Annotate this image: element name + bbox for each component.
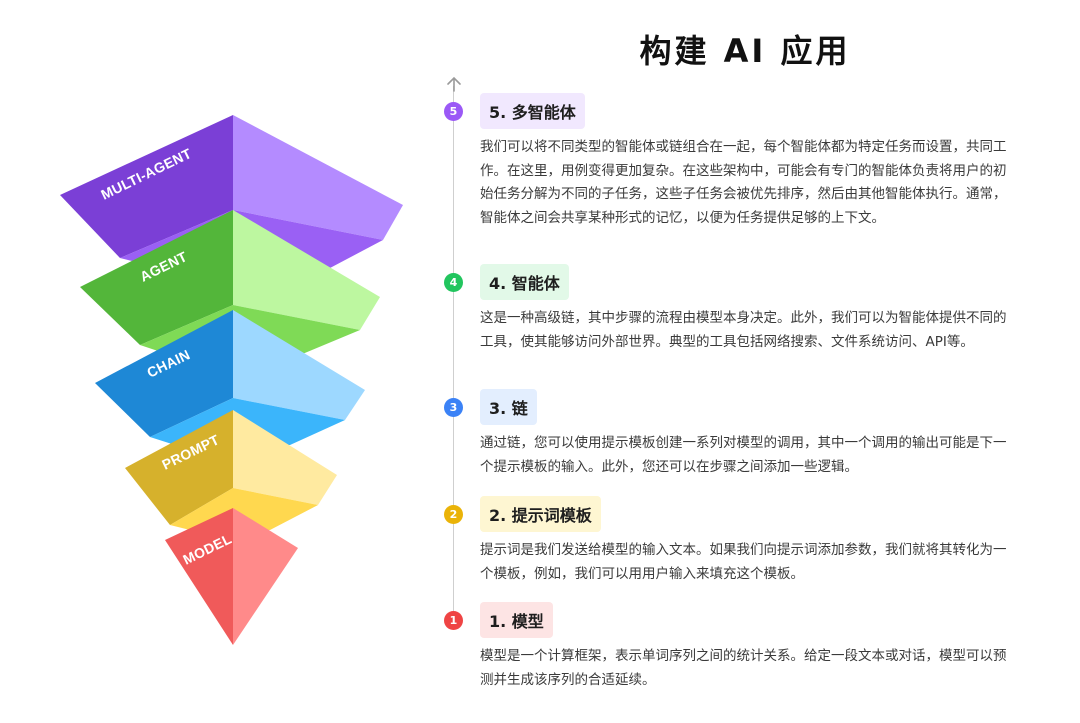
layer-number-badge: 3 — [444, 398, 463, 417]
layer-description: 模型是一个计算框架，表示单词序列之间的统计关系。给定一段文本或对话，模型可以预测… — [480, 648, 1007, 688]
prompt-right-face — [233, 410, 337, 505]
chain-right-face — [233, 310, 365, 420]
arrow-up-icon — [447, 76, 461, 92]
layer-heading: 2. 提示词模板 — [480, 496, 601, 532]
pyramid-layer-model: MODEL — [165, 508, 298, 645]
layer-number-badge: 4 — [444, 273, 463, 292]
model-right-face — [233, 508, 298, 645]
agent-right-face — [233, 210, 380, 330]
prompt-front-face — [170, 488, 318, 530]
model-left-face — [165, 508, 233, 645]
timeline-axis — [453, 86, 454, 626]
layer-number-badge: 5 — [444, 102, 463, 121]
layer-heading: 5. 多智能体 — [480, 93, 585, 129]
layer-number-badge: 1 — [444, 611, 463, 630]
layer-description: 我们可以将不同类型的智能体或链组合在一起，每个智能体都为特定任务而设置，共同工作… — [480, 139, 1007, 226]
layer-description: 通过链，您可以使用提示模板创建一系列对模型的调用，其中一个调用的输出可能是下一个… — [480, 435, 1007, 475]
layer-description: 提示词是我们发送给模型的输入文本。如果我们向提示词添加参数，我们就将其转化为一个… — [480, 542, 1007, 582]
layer-heading: 4. 智能体 — [480, 264, 569, 300]
agent-left-face — [80, 210, 233, 345]
pyramid-layer-prompt: PROMPT — [125, 410, 337, 530]
layer-description: 这是一种高级链，其中步骤的流程由模型本身决定。此外，我们可以为智能体提供不同的工… — [480, 310, 1007, 350]
multi-agent-left-face — [60, 115, 233, 258]
multi-agent-right-face — [233, 115, 403, 240]
chain-left-face — [95, 310, 233, 437]
prompt-left-face — [125, 410, 233, 525]
layer-heading: 3. 链 — [480, 389, 537, 425]
page-title: 构建 AI 应用 — [639, 32, 851, 70]
layer-heading: 1. 模型 — [480, 602, 553, 638]
layer-pyramid: MULTI-AGENT AGENT CHAIN PROMPT MODEL — [60, 115, 403, 645]
layer-number-badge: 2 — [444, 505, 463, 524]
